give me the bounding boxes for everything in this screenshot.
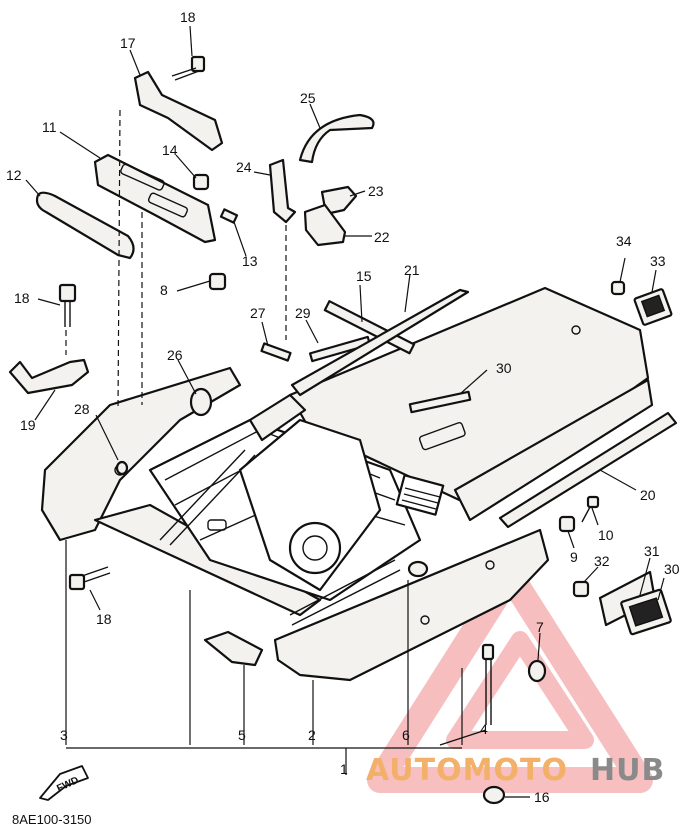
part-30-lamp (620, 588, 672, 636)
callout-30-rod: 30 (496, 360, 512, 376)
part-18-bolt-left (58, 283, 77, 327)
callout-23: 23 (368, 183, 384, 199)
watermark-logo (367, 562, 653, 793)
part-4-pin (481, 643, 495, 725)
part-17-bracket (133, 70, 224, 152)
callout-30-lamp: 30 (664, 561, 680, 577)
callout-13: 13 (242, 253, 258, 269)
watermark-word-automoto: AUTOMOTO (366, 753, 568, 788)
part-7-bushing (527, 659, 547, 683)
callout-32: 32 (594, 553, 610, 569)
callout-27: 27 (250, 305, 266, 321)
callout-7: 7 (536, 619, 544, 635)
part-18-bolt-lower (68, 566, 111, 591)
part-22-bracket (303, 203, 347, 247)
callout-labels: 18 17 11 12 14 13 8 18 19 26 28 27 29 15… (6, 9, 680, 805)
part-21-strip (290, 288, 470, 397)
callout-28: 28 (74, 401, 90, 417)
callout-2: 2 (308, 727, 316, 743)
part-6-cap (407, 560, 429, 578)
part-34-nut (610, 280, 626, 296)
callout-22: 22 (374, 229, 390, 245)
callout-15: 15 (356, 268, 372, 284)
callout-12: 12 (6, 167, 22, 183)
drawing-code: 8AE100-3150 (12, 812, 92, 827)
callout-14: 14 (162, 142, 178, 158)
leader-lines (25, 25, 665, 798)
part-20-strip (498, 411, 678, 529)
callout-11: 11 (42, 119, 57, 135)
callout-31: 31 (644, 543, 660, 559)
part-30-rod (408, 390, 472, 414)
part-18-bolt (171, 55, 206, 81)
part-28-grommet (115, 460, 129, 476)
callout-3: 3 (60, 727, 68, 743)
part-8-nut (208, 272, 227, 291)
callout-16: 16 (534, 789, 550, 805)
callout-8: 8 (160, 282, 168, 298)
part-16-cap (482, 785, 506, 805)
callout-34: 34 (616, 233, 632, 249)
callout-4: 4 (480, 721, 488, 737)
part-5-bracket (203, 630, 264, 667)
part-13-pad (219, 208, 239, 224)
callout-24: 24 (236, 159, 252, 175)
part-24-bracket (268, 158, 297, 224)
part-14-nut (192, 173, 210, 191)
watermark-word-hub: HUB (590, 753, 665, 788)
part-15-rod (323, 300, 416, 355)
part-25-handle (298, 113, 375, 164)
callout-33: 33 (650, 253, 666, 269)
part-11-plate (93, 153, 217, 244)
part-9-nut (558, 515, 576, 533)
part-19-handle (8, 358, 90, 395)
part-10-bolt (581, 495, 600, 523)
callout-18-lower: 18 (96, 611, 112, 627)
callout-18-left: 18 (14, 290, 30, 306)
watermark-text: AUTOMOTO HUB (366, 753, 665, 788)
callout-10: 10 (598, 527, 614, 543)
callout-20: 20 (640, 487, 656, 503)
callout-25: 25 (300, 90, 316, 106)
callout-5: 5 (238, 727, 246, 743)
callout-21: 21 (404, 262, 420, 278)
callout-6: 6 (402, 727, 410, 743)
forward-arrow: FWD (39, 765, 89, 801)
callout-29: 29 (295, 305, 311, 321)
part-26-bushing (189, 387, 213, 417)
callout-19: 19 (20, 417, 36, 433)
callout-26: 26 (167, 347, 183, 363)
callout-17: 17 (120, 35, 136, 51)
part-32-nut (572, 580, 590, 598)
part-33-tail-light (633, 288, 673, 326)
callout-1: 1 (340, 761, 348, 777)
callout-18: 18 (180, 9, 196, 25)
callout-9: 9 (570, 549, 578, 565)
part-12-bar (35, 191, 135, 260)
part-27-pin (260, 342, 292, 362)
